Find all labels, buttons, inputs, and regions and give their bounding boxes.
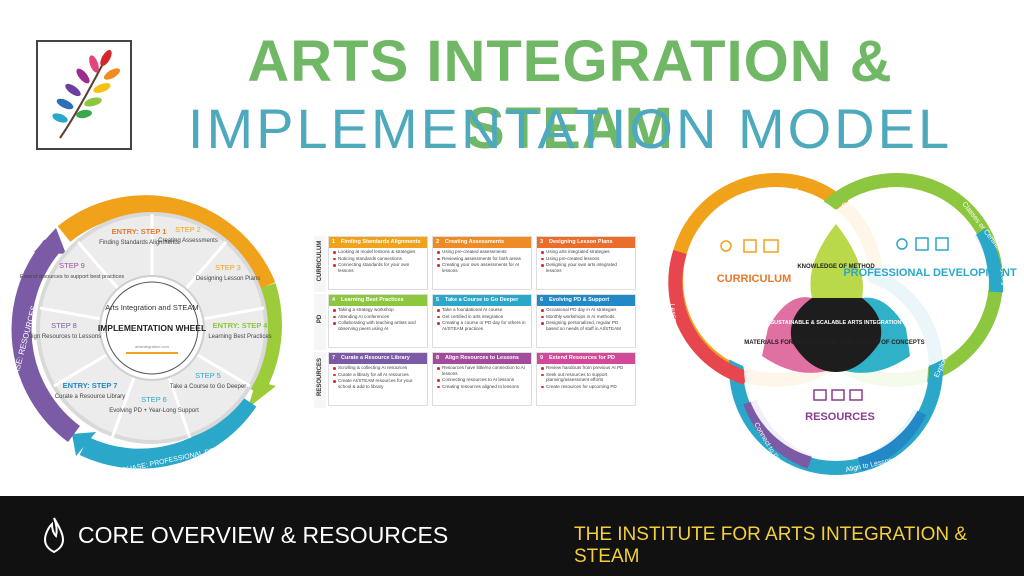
venn-center-label: SUSTAINABLE & SCALABLE ARTS INTEGRATION [771, 320, 902, 326]
step-3-title: STEP 3 [215, 263, 241, 272]
venn-resources-label: RESOURCES [805, 411, 875, 423]
subtitle: IMPLEMENTATION MODEL [187, 97, 953, 160]
step-5-text: Take a Course to Go Deeper [170, 384, 246, 390]
resources-icons [813, 389, 863, 401]
main-title: ARTS INTEGRATION & STEAM [247, 29, 893, 161]
step-4-title: ENTRY: STEP 4 [213, 321, 269, 330]
step-5-title: STEP 5 [195, 371, 221, 380]
step-2-text: Creating Assessments [158, 238, 218, 244]
phase-resources-arc [11, 239, 81, 443]
step-8-text: Align Resources to Lessons [27, 334, 101, 340]
step-9-title: STEP 9 [59, 261, 85, 270]
phase-pd-arc [79, 395, 257, 469]
step-6-title: STEP 6 [141, 395, 167, 404]
venn-application-label: APPLICATION OF CONCEPTS [839, 340, 924, 346]
step-1-text: Finding Standards Alignments [99, 240, 179, 246]
step-6-text: Evolving PD + Year-Long Support [109, 408, 199, 414]
row-label: CURRICULUM [314, 236, 326, 292]
venn-curriculum-label: CURRICULUM [717, 273, 792, 285]
venn-diagram: Assessments Lesson Design & Use Conferen… [650, 172, 1022, 490]
wheel-center-small: artsintegration.com [135, 344, 170, 349]
step-3-text: Designing Lesson Plans [196, 276, 260, 282]
leaf-branch-logo [52, 49, 121, 139]
knowledge-region [810, 224, 863, 298]
row-label: RESOURCES [314, 352, 326, 408]
wheel-center-top: Arts Integration and STEAM [105, 303, 198, 312]
footer-bar: CORE OVERVIEW & RESOURCES THE INSTITUTE … [0, 496, 1024, 576]
venn-materials-label: MATERIALS FOR INSTRUCTION [744, 340, 836, 346]
footer-right-text: THE INSTITUTE FOR ARTS INTEGRATION & STE… [574, 524, 968, 567]
step-4-text: Learning Best Practices [208, 334, 271, 340]
step-7-title: ENTRY: STEP 7 [63, 381, 118, 390]
step-9-text: Extend resources to support best practic… [20, 274, 124, 280]
logo [36, 40, 132, 150]
step-1-title: ENTRY: STEP 1 [112, 227, 167, 236]
venn-pd-label: PROFESSIONAL DEVELOPMENT [843, 267, 1017, 279]
flame-icon [44, 517, 64, 554]
phase-curriculum-arc [57, 195, 276, 290]
center-region [790, 298, 882, 372]
step-7-text: Curate a Resource Library [55, 394, 125, 400]
footer-left-text: CORE OVERVIEW & RESOURCES [78, 522, 449, 548]
wheel-center-title: IMPLEMENTATION WHEEL [98, 323, 206, 333]
row-label: PD [314, 294, 326, 350]
pd-icons [896, 237, 949, 251]
implementation-wheel: Arts Integration and STEAM IMPLEMENTATIO… [4, 176, 300, 486]
step-2-title: STEP 2 [175, 225, 201, 234]
venn-knowledge-label: KNOWLEDGE OF METHOD [797, 264, 875, 270]
curriculum-icons [720, 239, 779, 253]
step-8-title: STEP 8 [51, 321, 77, 330]
